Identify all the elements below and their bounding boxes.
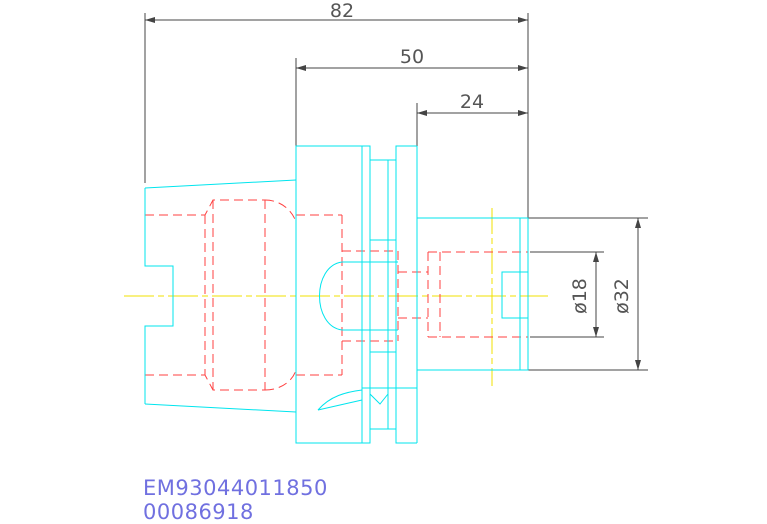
dimension-lines (144, 13, 648, 371)
serial-number: 00086918 (143, 500, 254, 524)
dim-shank-length: 24 (460, 91, 484, 113)
dim-bore-diameter: ø18 (569, 278, 591, 314)
dim-shank-diameter: ø32 (611, 278, 633, 314)
dim-body-length: 50 (400, 46, 424, 68)
hidden-lines (145, 199, 528, 391)
centerlines (124, 208, 548, 386)
part-outline (144, 145, 529, 444)
part-code: EM93044011850 (143, 476, 328, 500)
dim-overall-length: 82 (330, 0, 354, 22)
